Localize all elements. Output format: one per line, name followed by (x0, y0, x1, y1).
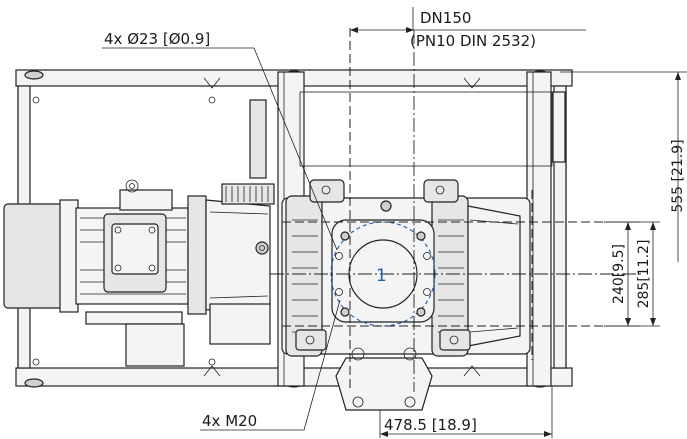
dim-outer-height: 285[11.2] (636, 240, 652, 309)
dim-width-to-edge: 478.5 [18.9] (384, 416, 477, 434)
dimension-lines (350, 7, 687, 438)
dim-overall-height: 555 [21.9] (670, 139, 686, 212)
label-bolt-holes: 4x Ø23 [Ø0.9] (104, 30, 210, 48)
label-thread: 4x M20 (202, 412, 257, 430)
center-lines (270, 28, 642, 392)
coupling-housing (187, 183, 275, 345)
motor (3, 179, 189, 367)
dim-inner-height: 240[9.5] (611, 244, 627, 304)
silencer (335, 347, 433, 411)
label-flange-nominal: DN150 (420, 9, 471, 27)
leader-lines (102, 47, 341, 431)
item-number-label: 1 (376, 266, 387, 286)
label-flange-standard: (PN10 DIN 2532) (410, 32, 536, 50)
